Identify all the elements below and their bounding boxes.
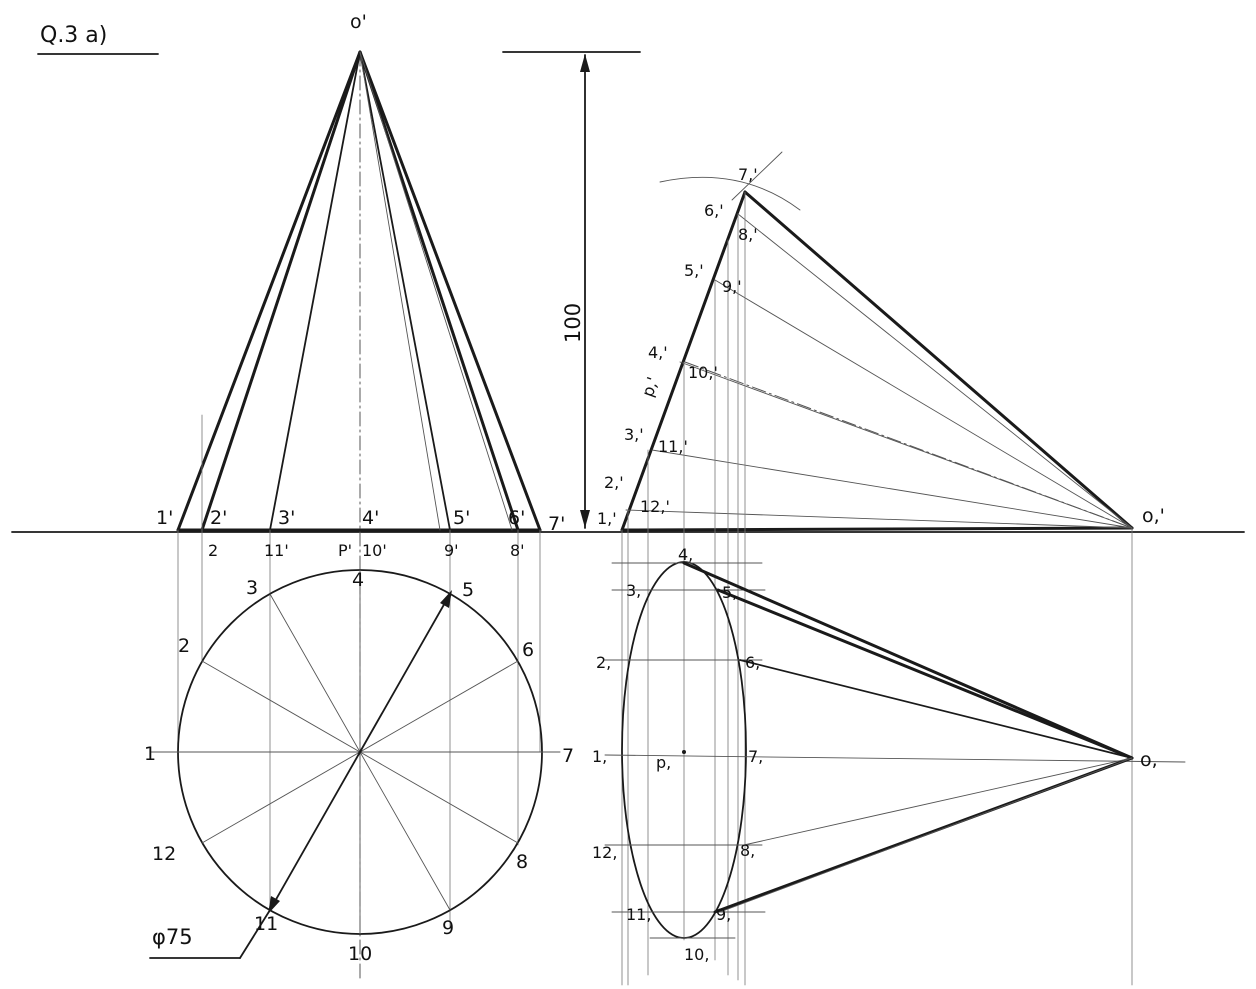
svg-text:12,: 12, xyxy=(592,843,617,862)
svg-text:6,': 6,' xyxy=(704,201,724,220)
svg-text:12,': 12,' xyxy=(640,497,670,516)
svg-text:11': 11' xyxy=(264,541,289,560)
svg-text:2': 2' xyxy=(210,507,227,529)
diameter-dimension: φ75 xyxy=(149,909,271,959)
tilted-generator-rest xyxy=(620,526,1134,532)
svg-text:3,': 3,' xyxy=(624,425,644,444)
svg-text:2: 2 xyxy=(178,635,190,657)
front-view-cone xyxy=(176,50,542,981)
svg-text:4': 4' xyxy=(362,507,379,529)
svg-text:12: 12 xyxy=(152,843,176,865)
svg-text:9: 9 xyxy=(442,917,454,939)
centre-dot xyxy=(682,750,686,754)
question-title: Q.3 a) xyxy=(40,23,107,48)
svg-text:7,': 7,' xyxy=(738,165,758,184)
generator-5b xyxy=(359,51,441,531)
tilted-top-view xyxy=(604,561,1186,939)
generator-5 xyxy=(359,51,451,531)
front-view-labels: o' 1' 2' 3' 4' 5' 6' 7' 2 11' P' 10' 9' … xyxy=(156,11,565,560)
svg-text:8: 8 xyxy=(516,851,528,873)
svg-text:6': 6' xyxy=(508,507,525,529)
svg-text:4,: 4, xyxy=(678,545,693,564)
svg-text:1,': 1,' xyxy=(597,509,617,528)
top-view-circle xyxy=(149,569,561,935)
svg-text:2,: 2, xyxy=(596,653,611,672)
generator-6 xyxy=(358,50,520,532)
svg-text:11,': 11,' xyxy=(658,437,688,456)
svg-text:10: 10 xyxy=(348,943,372,965)
label-apex-top: o, xyxy=(1140,749,1158,771)
svg-text:1: 1 xyxy=(144,743,156,765)
tilted-base-line xyxy=(620,190,747,532)
svg-text:9,': 9,' xyxy=(722,277,742,296)
generator-1 xyxy=(176,50,362,532)
svg-text:9': 9' xyxy=(444,541,459,560)
height-value: 100 xyxy=(561,303,585,343)
svg-text:6,: 6, xyxy=(745,653,760,672)
svg-text:10,: 10, xyxy=(684,945,709,964)
svg-text:5,: 5, xyxy=(722,583,737,602)
front-projectors xyxy=(177,414,541,929)
tilted-projectors xyxy=(621,191,1133,986)
svg-text:4: 4 xyxy=(352,569,364,591)
svg-text:8': 8' xyxy=(510,541,525,560)
svg-text:4,': 4,' xyxy=(648,343,668,362)
label-apex-tilted: o,' xyxy=(1142,505,1165,527)
tilted-front-labels: o,' 1,' 2,' 12,' 3,' 11,' 4,' 10,' 5,' 9… xyxy=(597,165,1165,528)
svg-text:2,': 2,' xyxy=(604,473,624,492)
label-centre-tilted: p,' xyxy=(638,374,663,399)
generator-2 xyxy=(200,50,362,532)
svg-text:8,': 8,' xyxy=(738,225,758,244)
svg-text:5: 5 xyxy=(462,579,474,601)
svg-text:8,: 8, xyxy=(740,841,755,860)
label-centre-top: p, xyxy=(656,753,671,772)
tilted-top-labels: o, p, 1, 2, 3, 4, 5, 6, 7, 8, 9, 10, 11,… xyxy=(592,545,1158,964)
svg-text:9,: 9, xyxy=(716,905,731,924)
svg-text:5,': 5,' xyxy=(684,261,704,280)
svg-text:5': 5' xyxy=(453,507,470,529)
svg-text:6: 6 xyxy=(522,639,534,661)
generator-6b xyxy=(359,51,513,531)
svg-text:3: 3 xyxy=(246,577,258,599)
svg-text:P': P' xyxy=(338,541,352,560)
diameter-value: φ75 xyxy=(152,925,193,949)
generator-3 xyxy=(269,51,361,531)
svg-text:10,': 10,' xyxy=(688,363,718,382)
top-view-labels: 1 2 3 4 5 6 7 8 9 10 11 12 xyxy=(144,569,574,965)
tilted-front-view xyxy=(620,151,1134,532)
height-dimension: 100 xyxy=(502,51,641,529)
generator-7 xyxy=(358,50,542,532)
tilted-axis xyxy=(684,361,1133,529)
svg-text:1,: 1, xyxy=(592,747,607,766)
svg-text:3,: 3, xyxy=(626,581,641,600)
svg-text:7: 7 xyxy=(562,745,574,767)
svg-text:11: 11 xyxy=(254,913,278,935)
svg-text:3': 3' xyxy=(278,507,295,529)
svg-text:1': 1' xyxy=(156,507,173,529)
tilted-generator-top xyxy=(743,190,1134,530)
svg-text:11,: 11, xyxy=(626,905,651,924)
svg-text:7': 7' xyxy=(548,513,565,535)
svg-text:10': 10' xyxy=(362,541,387,560)
svg-text:2: 2 xyxy=(208,541,218,560)
svg-text:7,: 7, xyxy=(748,747,763,766)
label-apex: o' xyxy=(350,11,367,33)
